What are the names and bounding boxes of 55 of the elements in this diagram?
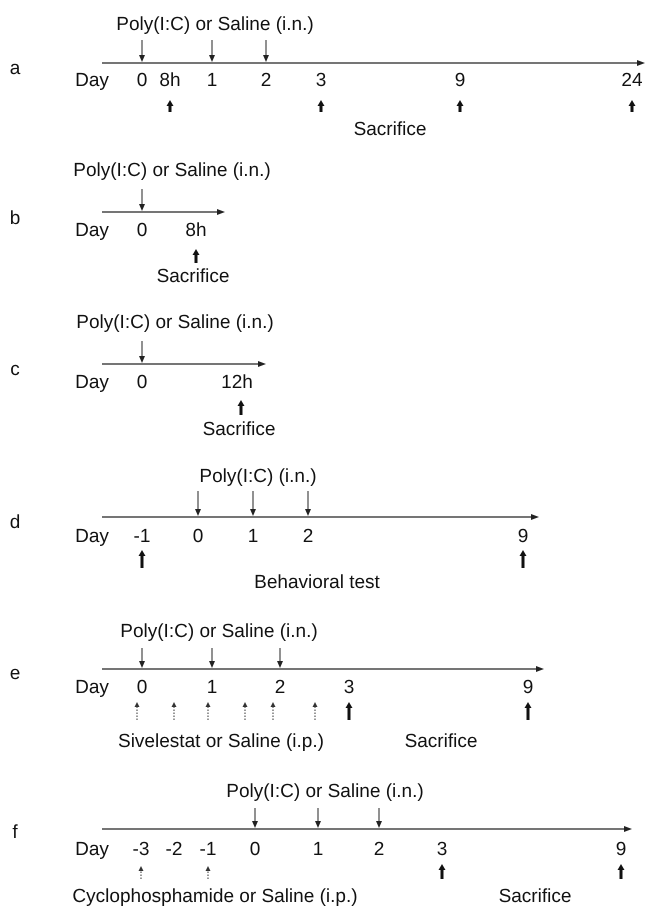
timeline-label: Sacrifice	[202, 419, 276, 441]
timeline-label: 0	[136, 220, 148, 242]
timeline-label: 3	[316, 70, 326, 92]
timeline-label: 2	[274, 677, 286, 699]
timeline-label: 0	[136, 372, 148, 394]
timeline-label: 0	[136, 70, 148, 92]
timeline-label: Sacrifice	[354, 119, 426, 141]
timeline-label: Cyclophosphamide or Saline (i.p.)	[72, 886, 358, 906]
timeline-label: -1	[134, 526, 150, 548]
timeline-label: Day	[75, 372, 109, 394]
panel-letter: b	[10, 208, 20, 230]
timeline-label: 24	[621, 70, 643, 92]
timeline-label: Day	[75, 70, 109, 92]
timeline-label: -2	[166, 839, 182, 861]
timeline-label: Day	[75, 220, 109, 242]
timeline-label: 12h	[221, 372, 253, 394]
timeline-label: 9	[616, 839, 626, 861]
timeline-label: Behavioral test	[254, 572, 380, 594]
timeline-label: 1	[206, 70, 218, 92]
panel-letter: c	[10, 359, 20, 381]
timeline-label: 1	[248, 526, 258, 548]
timeline-label: 9	[518, 526, 528, 548]
timeline-label: Day	[75, 839, 109, 861]
timeline-label: Poly(I:C) (i.n.)	[199, 466, 317, 488]
panel-letter: f	[12, 822, 18, 844]
timeline-label: Day	[75, 677, 109, 699]
timeline-label: 2	[302, 526, 314, 548]
timeline-label: 8h	[185, 220, 207, 242]
timeline-label: Sacrifice	[156, 266, 230, 288]
timeline-label: -3	[132, 839, 150, 861]
timeline-label: Day	[75, 526, 109, 548]
timeline-label: 0	[250, 839, 260, 861]
timeline-label: Poly(I:C) or Saline (i.n.)	[120, 621, 318, 643]
timeline-label: Sivelestat or Saline (i.p.)	[118, 731, 324, 753]
timeline-label: 0	[192, 526, 204, 548]
panel-letter: a	[10, 58, 20, 80]
panel-letter: d	[10, 512, 20, 534]
timeline-label: Sacrifice	[498, 886, 572, 906]
panel-letter: e	[10, 663, 20, 685]
timeline-label: -1	[200, 839, 216, 861]
timeline-label: Poly(I:C) or Saline (i.n.)	[116, 14, 314, 36]
timeline-label: Poly(I:C) or Saline (i.n.)	[76, 312, 274, 334]
timeline-label: 1	[312, 839, 324, 861]
timeline-label: 2	[260, 70, 272, 92]
timeline-label: Poly(I:C) or Saline (i.n.)	[226, 781, 424, 803]
timeline-label: Sacrifice	[404, 731, 478, 753]
timeline-label: Poly(I:C) or Saline (i.n.)	[73, 160, 271, 182]
timeline-label: 3	[344, 677, 354, 699]
timeline-label: 2	[374, 839, 384, 861]
timeline-label: 9	[522, 677, 534, 699]
timeline-label: 1	[206, 677, 218, 699]
timeline-label: 3	[436, 839, 448, 861]
timeline-label: 9	[454, 70, 466, 92]
timeline-label: 8h	[159, 70, 181, 92]
timeline-label: 0	[136, 677, 148, 699]
